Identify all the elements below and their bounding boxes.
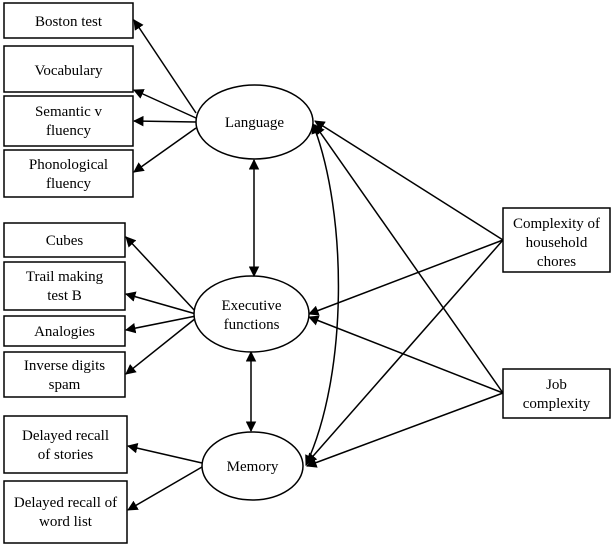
box-phonological-fluency: Phonological fluency (3, 149, 134, 198)
edge-executive-cubes (125, 236, 197, 313)
edge-language-boston (133, 19, 197, 114)
latent-ellipses: Language Executive functions Memory (193, 84, 314, 501)
edge-language-semantic (132, 115, 197, 127)
label-line: Semantic v (35, 104, 103, 120)
label-line: Language (225, 115, 284, 131)
svg-text:Boston test: Boston test (35, 14, 103, 30)
edge-memory-stories (126, 442, 203, 464)
label-line: functions (224, 317, 280, 333)
label-line: Memory (227, 459, 279, 475)
edge-language-memory (305, 123, 340, 466)
label-line: Delayed recall of (14, 495, 117, 511)
box-analogies: Analogies (3, 315, 126, 347)
label-line: fluency (46, 176, 91, 192)
label-line: Executive (222, 298, 282, 314)
label-line: test B (47, 288, 82, 304)
ellipse-executive-functions: Executive functions (193, 275, 310, 353)
label-line: Boston test (35, 14, 103, 30)
svg-text:Memory: Memory (227, 459, 279, 475)
label-line: Phonological (29, 157, 108, 173)
edge-language-phonological (133, 127, 197, 173)
edge-executive-analogies (124, 315, 197, 334)
edge-memory-wordlist (127, 466, 203, 511)
ellipse-language: Language (195, 84, 314, 160)
label-line: Analogies (34, 324, 95, 340)
label-line: fluency (46, 123, 91, 139)
box-delayed-recall-stories: Delayed recall of stories (3, 415, 128, 474)
label-line: chores (537, 254, 576, 270)
svg-text:Language: Language (225, 115, 284, 131)
predictor-boxes: Complexity of household chores Job complexi… (502, 207, 611, 419)
label-line: household (526, 235, 588, 251)
label-line: spam (49, 377, 81, 393)
edge-job-language (314, 124, 504, 394)
label-line: complexity (523, 396, 591, 412)
label-line: Delayed recall (22, 428, 109, 444)
label-line: Cubes (46, 233, 84, 249)
indicator-boxes: Boston test Vocabulary Semantic v fluency… (3, 2, 134, 544)
label-line: of stories (38, 447, 94, 463)
edges (124, 19, 504, 511)
edge-chores-memory (306, 239, 504, 464)
label-line: word list (39, 514, 93, 530)
label-line: Job (546, 377, 567, 393)
edge-chores-executive (308, 239, 504, 316)
label-line: Inverse digits (24, 358, 105, 374)
edge-chores-language (314, 120, 504, 241)
box-cubes: Cubes (3, 222, 126, 258)
box-semantic-fluency: Semantic v fluency (3, 95, 134, 147)
edge-executive-inverse (125, 317, 197, 375)
box-complexity-household-chores: Complexity of household chores (502, 207, 611, 273)
box-inverse-digits: Inverse digits spam (3, 351, 126, 398)
edge-job-executive (308, 315, 504, 394)
edge-executive-trail (124, 291, 197, 315)
edge-language-vocabulary (133, 89, 197, 119)
label-line: Vocabulary (34, 63, 103, 79)
box-boston-test: Boston test (3, 2, 134, 39)
box-trail-making: Trail making test B (3, 261, 126, 311)
edge-job-memory (306, 392, 504, 468)
label-line: Complexity of (513, 216, 600, 232)
box-vocabulary: Vocabulary (3, 45, 134, 93)
label-line: Trail making (26, 269, 104, 285)
ellipse-memory: Memory (201, 431, 304, 501)
box-job-complexity: Job complexity (502, 368, 611, 419)
svg-text:Vocabulary: Vocabulary (34, 63, 103, 79)
svg-text:Analogies: Analogies (34, 324, 95, 340)
box-delayed-recall-wordlist: Delayed recall of word list (3, 480, 128, 544)
svg-text:Cubes: Cubes (46, 233, 84, 249)
